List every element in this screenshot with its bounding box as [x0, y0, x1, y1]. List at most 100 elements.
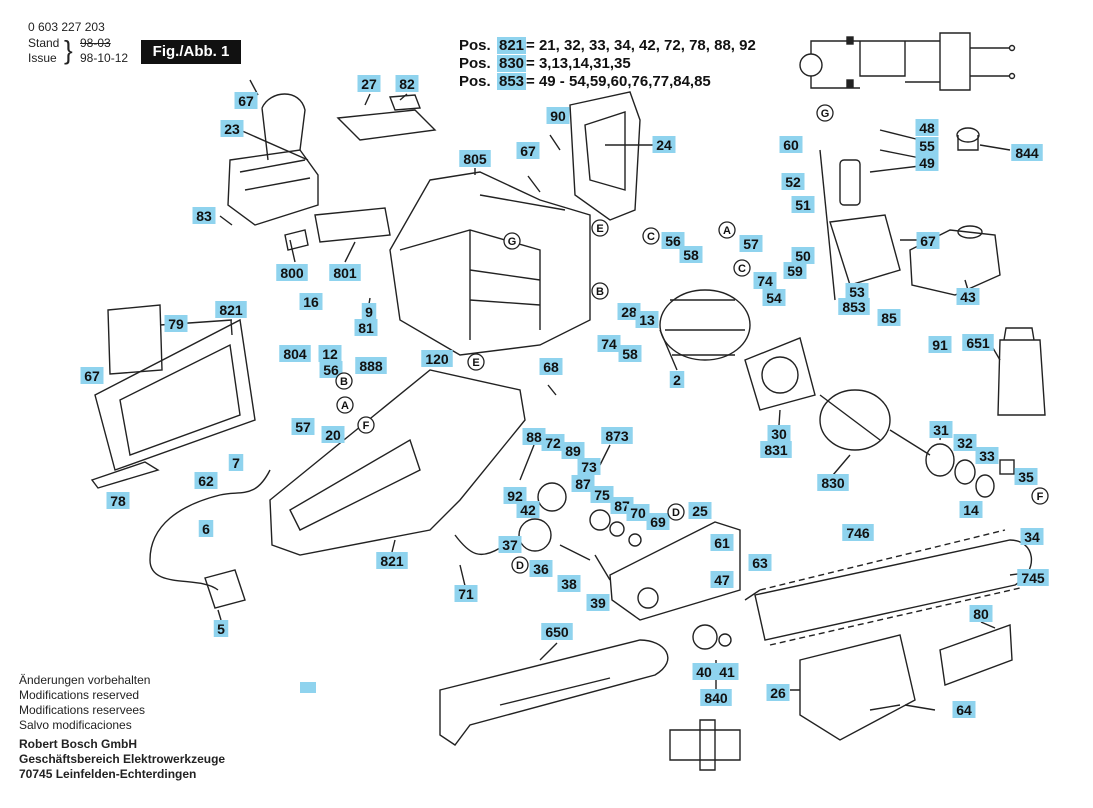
highlight-marker [300, 682, 316, 693]
callout-label: 888 [355, 357, 387, 374]
svg-text:53: 53 [849, 284, 865, 300]
guide-bar [754, 529, 1032, 646]
svg-text:88: 88 [526, 429, 542, 445]
callout-label: 830 [817, 474, 849, 491]
callout-label: 50 [791, 247, 815, 264]
svg-text:821: 821 [219, 302, 243, 318]
svg-text:85: 85 [881, 310, 897, 326]
svg-text:801: 801 [333, 265, 357, 281]
callout-label: 39 [586, 594, 610, 611]
svg-text:E: E [596, 223, 603, 235]
svg-text:57: 57 [295, 419, 311, 435]
callout-label: 31 [929, 421, 953, 438]
position-number: 853 [497, 73, 527, 90]
svg-text:804: 804 [283, 346, 307, 362]
callout-label: 27 [357, 75, 381, 92]
svg-text:844: 844 [1015, 145, 1039, 161]
svg-text:62: 62 [198, 473, 214, 489]
callout-label: 47 [710, 571, 734, 588]
callout-label: 801 [329, 264, 361, 281]
svg-text:A: A [341, 400, 349, 412]
svg-text:35: 35 [1018, 469, 1034, 485]
callout-label: 89 [561, 442, 585, 459]
svg-text:60: 60 [783, 137, 799, 153]
callout-label: 81 [354, 319, 378, 336]
callout-label: 7 [228, 454, 244, 471]
svg-text:67: 67 [84, 368, 100, 384]
svg-text:16: 16 [303, 294, 319, 310]
svg-text:D: D [672, 507, 680, 519]
svg-text:56: 56 [323, 362, 339, 378]
footer-line: Modifications reserved [19, 688, 140, 702]
position-list: = 21, 32, 33, 34, 42, 72, 78, 88, 92 [526, 37, 756, 54]
callout-label: 70 [626, 504, 650, 521]
callout-label: 745 [1017, 569, 1049, 586]
svg-text:830: 830 [821, 475, 845, 491]
svg-text:5: 5 [217, 621, 225, 637]
svg-text:28: 28 [621, 304, 637, 320]
svg-text:805: 805 [463, 151, 487, 167]
reference-circle: D [667, 503, 685, 521]
issue-value: 98-10-12 [80, 51, 129, 65]
svg-text:82: 82 [399, 76, 415, 92]
svg-text:31: 31 [933, 422, 949, 438]
svg-text:37: 37 [502, 537, 518, 553]
callout-label: 59 [783, 262, 807, 279]
svg-text:71: 71 [458, 586, 474, 602]
position-key: Pos. [459, 37, 491, 54]
callout-label: 43 [956, 288, 980, 305]
reference-circle: A [336, 396, 354, 414]
svg-text:840: 840 [704, 690, 728, 706]
svg-text:49: 49 [919, 155, 935, 171]
callout-label: 62 [194, 472, 218, 489]
callout-label: 873 [601, 427, 633, 444]
footer-line: Änderungen vorbehalten [19, 673, 151, 687]
svg-text:57: 57 [743, 236, 759, 252]
company-division: Geschäftsbereich Elektrowerkzeuge [19, 752, 226, 766]
callout-label: 746 [842, 524, 874, 541]
circuit-diagram [799, 32, 1016, 91]
footer-line: Salvo modificaciones [19, 718, 132, 732]
callout-label: 38 [557, 575, 581, 592]
callout-label: 33 [975, 447, 999, 464]
callout-label: 91 [928, 336, 952, 353]
callout-label: 844 [1011, 144, 1043, 161]
svg-text:23: 23 [224, 121, 240, 137]
svg-text:25: 25 [692, 503, 708, 519]
callout-label: 57 [739, 235, 763, 252]
svg-text:7: 7 [232, 455, 240, 471]
callout-label: 87 [571, 475, 595, 492]
callout-label: 14 [959, 501, 983, 518]
svg-text:36: 36 [533, 561, 549, 577]
reference-circle: F [1031, 487, 1049, 505]
position-list: = 3,13,14,31,35 [526, 55, 631, 72]
svg-text:58: 58 [683, 247, 699, 263]
reference-circle: E [591, 219, 609, 237]
svg-text:81: 81 [358, 320, 374, 336]
callout-label: 63 [748, 554, 772, 571]
callout-label: 56 [319, 361, 343, 378]
rotor [819, 389, 931, 456]
svg-text:47: 47 [714, 572, 730, 588]
callout-label: 805 [459, 150, 491, 167]
svg-text:D: D [516, 560, 524, 572]
svg-text:70: 70 [630, 505, 646, 521]
callout-label: 49 [915, 154, 939, 171]
svg-text:80: 80 [973, 606, 989, 622]
svg-text:650: 650 [545, 624, 569, 640]
callout-label: 800 [276, 264, 308, 281]
main-housing [269, 369, 526, 556]
svg-text:55: 55 [919, 138, 935, 154]
svg-text:E: E [472, 357, 479, 369]
callout-label: 40 [692, 663, 716, 680]
svg-text:F: F [363, 420, 370, 432]
callout-label: 831 [760, 441, 792, 458]
callout-label: 804 [279, 345, 311, 362]
callout-label: 13 [635, 311, 659, 328]
svg-text:32: 32 [957, 435, 973, 451]
svg-text:69: 69 [650, 514, 666, 530]
callout-label: 840 [700, 689, 732, 706]
callout-label: 821 [215, 301, 247, 318]
footer-line: Modifications reservees [19, 703, 146, 717]
